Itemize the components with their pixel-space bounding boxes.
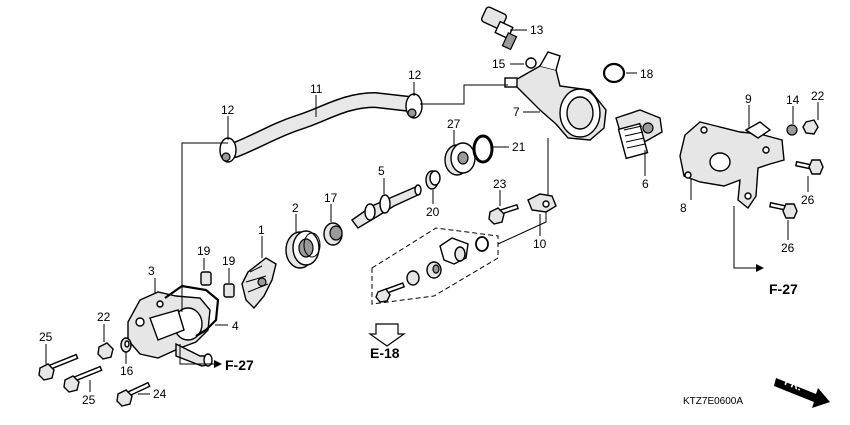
arrow-e18: [368, 323, 406, 347]
callout-27: 27: [447, 117, 461, 131]
bolt-22-left: [97, 342, 114, 360]
diagram-code: KTZ7E0600A: [683, 396, 743, 407]
callout-16: 16: [120, 364, 134, 378]
callout-23: 23: [493, 177, 507, 191]
callout-6: 6: [642, 177, 649, 191]
hose-clamp-left: [219, 137, 237, 163]
callout-18: 18: [640, 67, 654, 81]
bolt-23: [488, 203, 519, 225]
dowel-pin-19-a: [200, 271, 212, 286]
callout-19-b: 19: [222, 254, 236, 268]
callout-24: 24: [153, 387, 167, 401]
thermostat-cover-8-9: [679, 121, 785, 210]
bracket-10: [527, 193, 557, 213]
kit-outline-e18: [371, 227, 499, 305]
callout-22-right: 22: [811, 89, 825, 103]
callout-15: 15: [492, 57, 506, 71]
bolt-24: [116, 381, 151, 407]
washer-16: [120, 337, 132, 353]
bolt-26-lower: [768, 201, 798, 219]
callout-19-a: 19: [197, 244, 211, 258]
callout-10: 10: [533, 237, 547, 251]
callout-8: 8: [680, 201, 687, 215]
bearing-17: [323, 222, 343, 246]
callout-4: 4: [232, 319, 239, 333]
pump-cover-3: [127, 291, 213, 367]
callout-1: 1: [258, 223, 265, 237]
hose-11: [227, 91, 418, 158]
bolt-26-upper: [794, 159, 824, 175]
thermostat-housing-7: [504, 51, 607, 141]
thermostat-6: [615, 109, 663, 160]
hose-clamp-right: [405, 93, 423, 119]
callout-25-upper: 25: [39, 330, 53, 344]
ref-f27-right: F-27: [769, 281, 798, 297]
nut-14: [786, 124, 798, 136]
callout-7: 7: [513, 105, 520, 119]
callout-13: 13: [530, 23, 544, 37]
direction-arrow: [774, 378, 830, 408]
bolt-22-right: [802, 119, 819, 135]
callout-5: 5: [378, 164, 385, 178]
callout-12-left: 12: [221, 103, 235, 117]
callout-12-right: 12: [408, 68, 422, 82]
impeller-1: [241, 257, 277, 310]
bearing-27: [444, 142, 476, 176]
arrow-f27-right: [756, 264, 764, 272]
dowel-pin-19-b: [223, 283, 235, 298]
callout-3: 3: [148, 264, 155, 278]
callout-25-lower: 25: [82, 393, 96, 407]
callout-21: 21: [512, 140, 526, 154]
callout-9: 9: [745, 92, 752, 106]
arrow-f27-left: [210, 360, 222, 368]
kit-parts: [375, 236, 489, 303]
bolt-25-lower: [63, 365, 103, 393]
o-ring-18: [602, 62, 626, 84]
ref-e18: E-18: [370, 345, 400, 361]
callout-17: 17: [324, 191, 338, 205]
pump-shaft-5: [351, 184, 422, 229]
temperature-sensor-13: [480, 6, 518, 51]
callout-22-left: 22: [97, 310, 111, 324]
callout-14: 14: [786, 93, 800, 107]
leader-lines: [45, 29, 819, 395]
circlip-21: [472, 134, 494, 164]
washer-15: [525, 57, 537, 69]
ref-f27-left: F-27: [225, 357, 254, 373]
seal-20: [425, 170, 441, 190]
bolt-25-upper: [38, 353, 79, 381]
callout-26-lower: 26: [781, 241, 795, 255]
callout-11: 11: [310, 82, 323, 96]
callout-26-upper: 26: [801, 193, 815, 207]
mechanical-seal-2: [285, 230, 321, 269]
callout-2: 2: [292, 201, 299, 215]
callout-20: 20: [426, 205, 440, 219]
